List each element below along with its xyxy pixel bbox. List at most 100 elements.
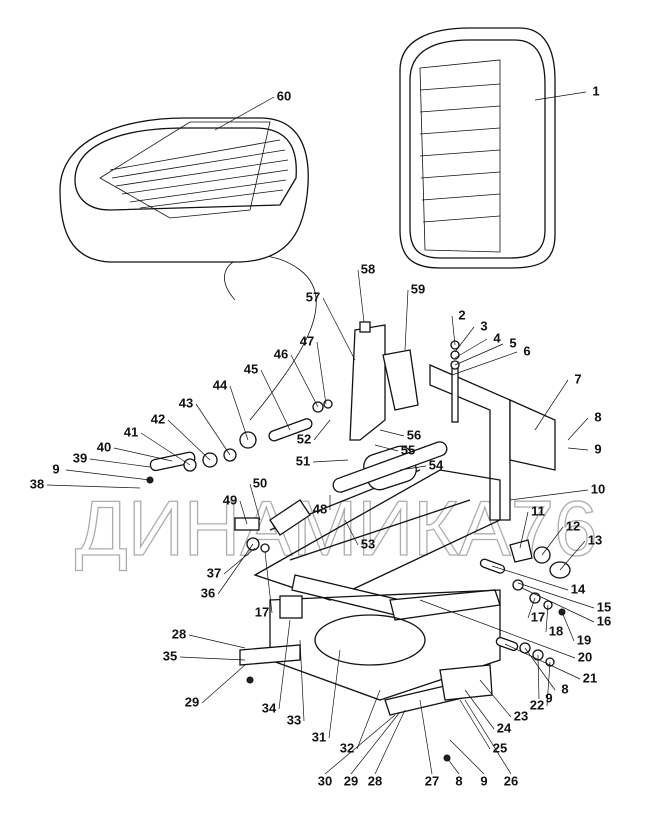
callout-29: 29 xyxy=(344,773,358,788)
leader-line-15 xyxy=(517,582,595,609)
callout-52: 52 xyxy=(297,431,311,446)
leader-line-28 xyxy=(374,709,406,775)
callout-22: 22 xyxy=(530,697,544,712)
leader-line-12 xyxy=(541,526,564,556)
callout-9: 9 xyxy=(52,461,59,476)
leader-line-32 xyxy=(356,689,381,750)
callout-37: 37 xyxy=(207,565,221,580)
callout-47: 47 xyxy=(300,333,314,348)
callout-7: 7 xyxy=(574,371,581,386)
leader-line-20 xyxy=(419,599,576,659)
watermark: ДИНАМИКА76 xyxy=(74,255,598,573)
callout-24: 24 xyxy=(497,720,512,735)
callout-9: 9 xyxy=(594,441,601,456)
leader-line-21 xyxy=(504,643,581,680)
leader-line-2 xyxy=(451,315,456,346)
callout-19: 19 xyxy=(577,632,591,647)
callout-57: 57 xyxy=(306,289,320,304)
callout-34: 34 xyxy=(262,700,277,715)
callout-11: 11 xyxy=(531,503,545,518)
callout-55: 55 xyxy=(401,442,415,457)
callout-21: 21 xyxy=(583,670,597,685)
callout-13: 13 xyxy=(588,532,602,547)
leader-line-13 xyxy=(559,540,586,571)
callout-23: 23 xyxy=(514,708,528,723)
leader-line-9 xyxy=(567,447,589,451)
leader-line-55 xyxy=(374,444,399,452)
leader-line-46 xyxy=(290,354,319,408)
leader-line-47 xyxy=(316,341,327,405)
leader-line-11 xyxy=(519,511,529,549)
watermark-text: ДИНАМИКА76 xyxy=(75,484,598,572)
leader-line-9 xyxy=(537,654,540,700)
leader-line-41 xyxy=(140,432,191,466)
leader-line-9 xyxy=(65,469,151,481)
leader-line-9 xyxy=(449,739,485,775)
leader-line-3 xyxy=(454,326,475,353)
leader-line-39 xyxy=(89,458,151,468)
leader-line-26 xyxy=(464,699,512,775)
callout-17: 17 xyxy=(255,604,269,619)
leader-line-35 xyxy=(179,656,246,661)
callout-18: 18 xyxy=(549,623,563,638)
leader-line-30 xyxy=(324,714,396,775)
leader-line-52 xyxy=(313,419,331,441)
callout-58: 58 xyxy=(361,261,375,276)
leader-line-29 xyxy=(201,664,246,704)
leader-line-51 xyxy=(312,459,349,463)
callout-10: 10 xyxy=(591,481,605,496)
leader-line-6 xyxy=(451,351,518,376)
callout-35: 35 xyxy=(163,648,177,663)
callout-25: 25 xyxy=(493,740,507,755)
callout-48: 48 xyxy=(313,501,327,516)
leader-line-31 xyxy=(328,649,341,739)
leader-line-25 xyxy=(459,699,491,750)
leader-line-8 xyxy=(524,647,556,691)
leader-line-5 xyxy=(454,343,504,366)
callout-51: 51 xyxy=(296,453,310,468)
callout-8: 8 xyxy=(455,773,462,788)
callout-3: 3 xyxy=(480,318,487,333)
leader-line-23 xyxy=(479,679,512,718)
callout-9: 9 xyxy=(545,690,552,705)
callout-27: 27 xyxy=(425,773,439,788)
leader-line-14 xyxy=(491,565,569,591)
leader-line-4 xyxy=(454,338,488,359)
leader-line-54 xyxy=(399,465,427,471)
leader-line-24 xyxy=(464,689,495,730)
callout-38: 38 xyxy=(30,476,44,491)
leader-line-43 xyxy=(195,403,231,456)
leader-line-28 xyxy=(188,634,246,649)
callout-15: 15 xyxy=(597,599,611,614)
leader-lines xyxy=(46,91,595,775)
leader-line-57 xyxy=(322,297,356,361)
leader-line-10 xyxy=(509,489,589,501)
callout-49: 49 xyxy=(223,492,237,507)
callout-40: 40 xyxy=(97,439,111,454)
leader-line-38 xyxy=(46,484,141,489)
callout-28: 28 xyxy=(368,773,382,788)
callout-29: 29 xyxy=(185,694,199,709)
leader-line-42 xyxy=(167,419,211,461)
callout-36: 36 xyxy=(201,585,215,600)
leader-line-58 xyxy=(357,269,365,323)
leader-line-45 xyxy=(260,369,291,431)
callout-33: 33 xyxy=(287,712,301,727)
callout-30: 30 xyxy=(318,773,332,788)
leader-line-18 xyxy=(545,604,549,633)
callout-50: 50 xyxy=(253,475,267,490)
leader-line-56 xyxy=(379,429,405,437)
backrest-cushion-1 xyxy=(399,27,556,269)
leader-line-49 xyxy=(239,500,248,525)
leader-line-60 xyxy=(214,96,275,131)
leader-line-50 xyxy=(249,483,261,521)
callout-39: 39 xyxy=(73,450,87,465)
callout-43: 43 xyxy=(179,395,193,410)
leader-line-36 xyxy=(217,543,254,595)
leader-line-59 xyxy=(404,289,409,351)
leader-line-34 xyxy=(278,619,291,710)
callout-46: 46 xyxy=(274,346,288,361)
leader-line-40 xyxy=(113,447,173,462)
callout-45: 45 xyxy=(244,361,258,376)
